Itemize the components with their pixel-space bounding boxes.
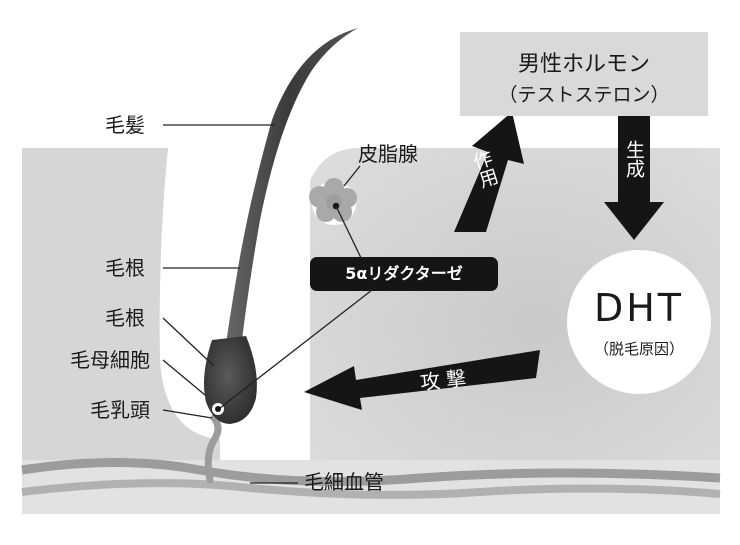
dht-circle: DHT （脱毛原因）	[567, 250, 711, 394]
dht-title: DHT	[593, 286, 685, 330]
leader-lines	[162, 124, 373, 484]
sebaceous-gland	[309, 178, 357, 225]
dht-subtitle: （脱毛原因）	[593, 340, 684, 358]
arrow-action	[454, 112, 524, 232]
arrow-attack-label: 攻撃	[419, 365, 474, 395]
label-root-lower: 毛根	[105, 306, 145, 330]
label-capillary: 毛細血管	[304, 470, 384, 494]
label-matrix: 毛母細胞	[70, 348, 150, 372]
label-sebaceous: 皮脂腺	[358, 142, 418, 166]
hormone-box: 男性ホルモン （テストステロン）	[460, 32, 708, 116]
arrow-generate-text: 生成	[623, 140, 645, 178]
capillary-band-1	[21, 458, 721, 487]
capillary-band-2	[21, 479, 721, 499]
capillary-vessel	[204, 414, 222, 484]
label-hair: 毛髪	[105, 113, 145, 137]
arrow-generate	[604, 116, 664, 240]
hormone-subtitle: （テストステロン）	[498, 84, 670, 106]
label-papilla: 毛乳頭	[90, 398, 150, 422]
hormone-title: 男性ホルモン	[517, 52, 650, 77]
hair-bulb	[204, 336, 257, 424]
label-root-upper: 毛根	[105, 256, 145, 280]
enzyme-label: 5αリダクターゼ	[310, 257, 498, 291]
arrow-generate-label: 生成	[623, 140, 645, 183]
enzyme-point-bulb	[215, 406, 221, 412]
arrow-attack	[304, 350, 540, 410]
